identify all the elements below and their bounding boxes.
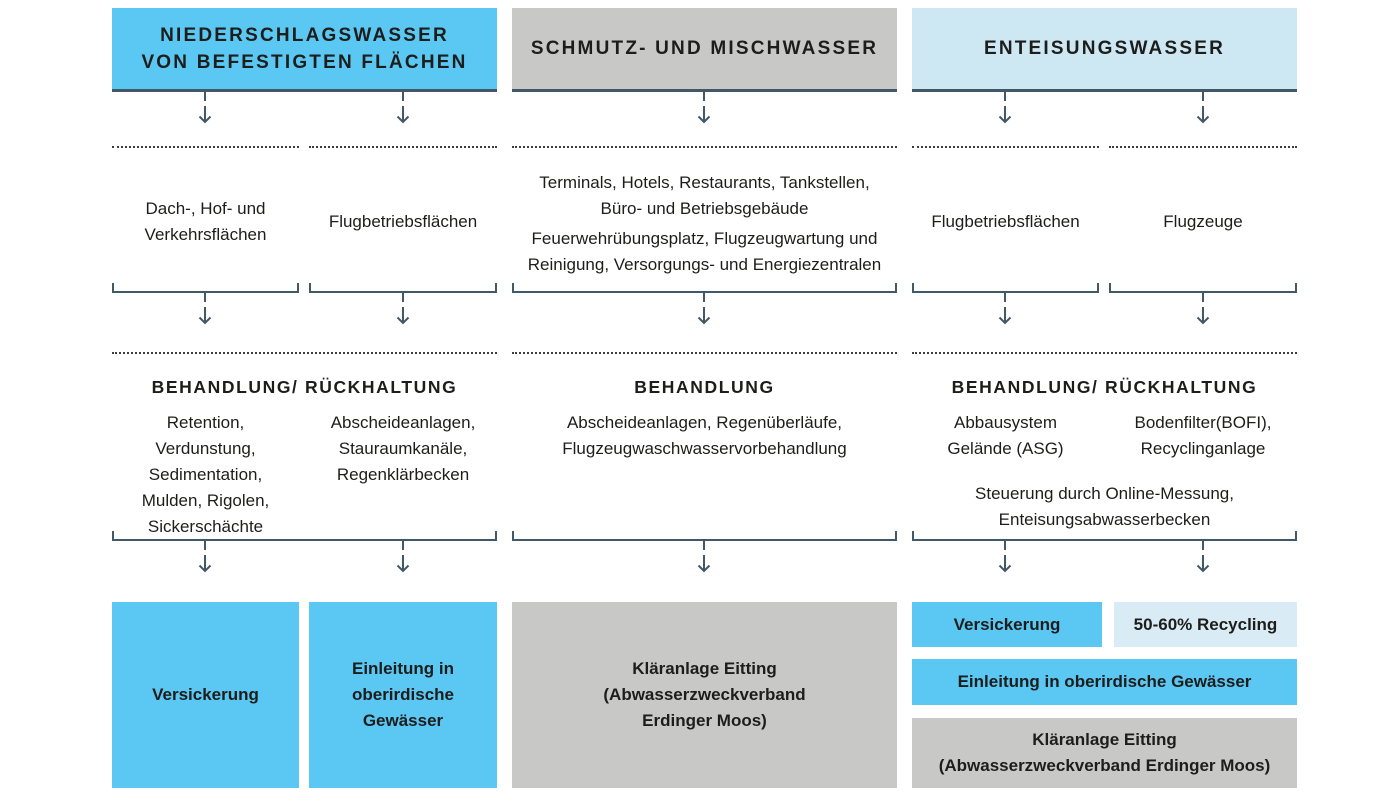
bracket-connector bbox=[912, 531, 1297, 541]
column-header-enteisungswasser: ENTEISUNGSWASSER bbox=[912, 8, 1297, 92]
down-arrow-icon bbox=[998, 541, 1012, 573]
column-header-niederschlagswasser: NIEDERSCHLAGSWASSER VON BEFESTIGTEN FLÄC… bbox=[112, 8, 497, 92]
bracket-connector bbox=[1109, 283, 1297, 293]
source-label: Flugzeuge bbox=[1163, 212, 1243, 231]
bracket-connector bbox=[309, 283, 497, 293]
source-label: Feuerwehrübungsplatz, Flugzeugwartung un… bbox=[527, 229, 882, 274]
treatment-list: Bodenfilter(BOFI), Recyclinganlage bbox=[1134, 413, 1272, 458]
dotted-separator bbox=[912, 146, 1099, 148]
outcome-box-klaeranlage: Kläranlage Eitting (Abwasserzweckverband… bbox=[912, 718, 1297, 788]
source-label: Terminals, Hotels, Restaurants, Tankstel… bbox=[539, 173, 870, 218]
treatment-list: Retention, Verdunstung, Sedimentation, M… bbox=[141, 413, 270, 536]
treatment-title: BEHANDLUNG/ RÜCKHALTUNG bbox=[951, 377, 1258, 397]
outcome-box-versickerung: Versickerung bbox=[912, 602, 1102, 647]
dotted-separator bbox=[512, 352, 897, 354]
dotted-separator bbox=[112, 352, 497, 354]
down-arrow-icon bbox=[697, 541, 711, 573]
treatment-title: BEHANDLUNG/ RÜCKHALTUNG bbox=[151, 377, 458, 397]
column-header-label: NIEDERSCHLAGSWASSER VON BEFESTIGTEN FLÄC… bbox=[141, 24, 468, 73]
down-arrow-icon bbox=[198, 541, 212, 573]
down-arrow-icon bbox=[1196, 293, 1210, 325]
bracket-connector bbox=[512, 531, 897, 541]
dotted-separator bbox=[112, 146, 299, 148]
down-arrow-icon bbox=[1196, 92, 1210, 124]
dotted-separator bbox=[912, 352, 1297, 354]
down-arrow-icon bbox=[396, 92, 410, 124]
down-arrow-icon bbox=[1196, 541, 1210, 573]
outcome-box-einleitung: Einleitung in oberirdische Gewässer bbox=[309, 602, 497, 788]
bracket-connector bbox=[912, 283, 1099, 293]
column-header-label: SCHMUTZ- UND MISCHWASSER bbox=[530, 38, 879, 59]
treatment-list: Abscheideanlagen, Regenüberläufe, Flugze… bbox=[562, 413, 847, 458]
down-arrow-icon bbox=[697, 92, 711, 124]
bracket-connector bbox=[112, 531, 497, 541]
down-arrow-icon bbox=[396, 541, 410, 573]
source-label: Flugbetriebsflächen bbox=[931, 212, 1080, 231]
source-label: Dach-, Hof- und Verkehrsflächen bbox=[144, 199, 267, 244]
outcome-box-einleitung: Einleitung in oberirdische Gewässer bbox=[912, 659, 1297, 705]
treatment-title: BEHANDLUNG bbox=[634, 377, 775, 397]
column-header-schmutzwasser: SCHMUTZ- UND MISCHWASSER bbox=[512, 8, 897, 92]
down-arrow-icon bbox=[198, 92, 212, 124]
column-header-label: ENTEISUNGSWASSER bbox=[983, 38, 1226, 59]
down-arrow-icon bbox=[198, 293, 212, 325]
source-label: Flugbetriebsflächen bbox=[328, 212, 478, 231]
bracket-connector bbox=[112, 283, 299, 293]
dotted-separator bbox=[1109, 146, 1297, 148]
down-arrow-icon bbox=[697, 293, 711, 325]
bracket-connector bbox=[512, 283, 897, 293]
down-arrow-icon bbox=[998, 92, 1012, 124]
dotted-separator bbox=[309, 146, 497, 148]
treatment-list: Abscheideanlagen, Stauraumkanäle, Regenk… bbox=[330, 413, 476, 484]
outcome-box-recycling: 50-60% Recycling bbox=[1114, 602, 1297, 647]
down-arrow-icon bbox=[396, 293, 410, 325]
down-arrow-icon bbox=[998, 293, 1012, 325]
outcome-box-versickerung: Versickerung bbox=[112, 602, 299, 788]
outcome-box-klaeranlage: Kläranlage Eitting (Abwasserzweckverband… bbox=[512, 602, 897, 788]
dotted-separator bbox=[512, 146, 897, 148]
treatment-list: Abbausystem Gelände (ASG) bbox=[947, 413, 1064, 458]
treatment-note: Steuerung durch Online-Messung, Enteisun… bbox=[975, 484, 1234, 529]
